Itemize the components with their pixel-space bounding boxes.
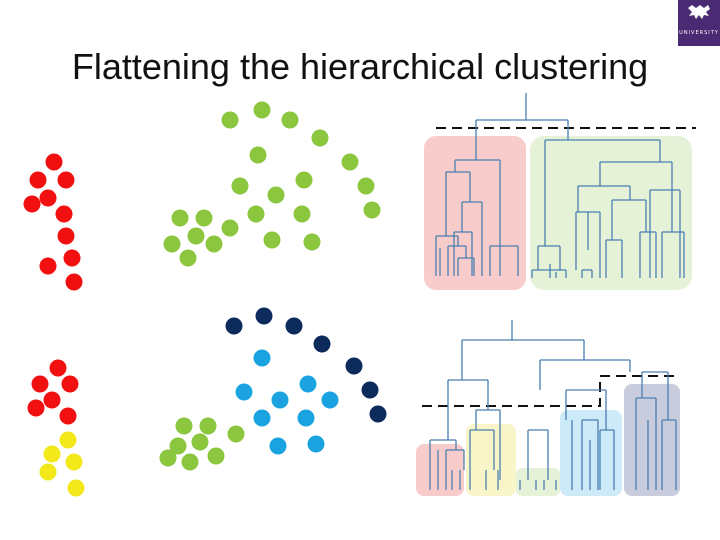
lightblue-point	[297, 409, 315, 427]
navy-point	[369, 405, 387, 423]
green-point	[221, 219, 239, 237]
red-point	[45, 153, 63, 171]
lightblue-point	[253, 409, 271, 427]
navy-point	[313, 335, 331, 353]
cluster-box-yellow	[466, 424, 516, 496]
yellow-point	[39, 463, 57, 481]
green-point	[179, 249, 197, 267]
red-point	[43, 391, 61, 409]
lightblue-point	[235, 383, 253, 401]
red-point	[27, 399, 45, 417]
green-point	[281, 111, 299, 129]
crest-icon	[688, 5, 710, 19]
yellow-point	[59, 431, 77, 449]
scatter-bottom	[27, 307, 387, 497]
navy-point	[225, 317, 243, 335]
dendrogram-bottom	[416, 320, 680, 496]
green-point	[169, 437, 187, 455]
green-point	[199, 417, 217, 435]
red-point	[23, 195, 41, 213]
cluster-box-grey	[624, 384, 680, 496]
red-point	[39, 257, 57, 275]
slide-title: Flattening the hierarchical clustering	[71, 46, 649, 87]
cluster-box-green	[530, 136, 692, 290]
green-point	[181, 453, 199, 471]
lightblue-point	[299, 375, 317, 393]
green-point	[191, 433, 209, 451]
dendrogram-top	[424, 93, 696, 290]
green-point	[159, 449, 177, 467]
green-point	[171, 209, 189, 227]
red-point	[59, 407, 77, 425]
green-point	[163, 235, 181, 253]
red-point	[49, 359, 67, 377]
yellow-point	[65, 453, 83, 471]
logo-text: UNIVERSITY	[679, 30, 719, 36]
red-point	[31, 375, 49, 393]
red-point	[61, 375, 79, 393]
lightblue-point	[271, 391, 289, 409]
navy-point	[361, 381, 379, 399]
cluster-box-green-2	[516, 468, 560, 496]
green-point	[221, 111, 239, 129]
green-point	[195, 209, 213, 227]
green-point	[253, 101, 271, 119]
navy-point	[255, 307, 273, 325]
lightblue-point	[321, 391, 339, 409]
green-point	[187, 227, 205, 245]
lightblue-point	[269, 437, 287, 455]
red-point	[57, 227, 75, 245]
green-point	[227, 425, 245, 443]
lightblue-point	[253, 349, 271, 367]
scatter-top	[23, 101, 381, 291]
lightblue-point	[307, 435, 325, 453]
yellow-point	[43, 445, 61, 463]
green-point	[263, 231, 281, 249]
green-point	[249, 146, 267, 164]
green-point	[207, 447, 225, 465]
green-point	[267, 186, 285, 204]
navy-point	[345, 357, 363, 375]
red-point	[57, 171, 75, 189]
green-point	[363, 201, 381, 219]
green-point	[295, 171, 313, 189]
green-point	[247, 205, 265, 223]
navy-point	[285, 317, 303, 335]
yellow-point	[67, 479, 85, 497]
cut-line-bottom	[422, 375, 680, 407]
university-logo: UNIVERSITY	[678, 0, 720, 46]
green-point	[357, 177, 375, 195]
red-point	[29, 171, 47, 189]
cluster-box-red	[424, 136, 526, 290]
cluster-box-blue	[560, 410, 622, 496]
red-point	[65, 273, 83, 291]
green-point	[341, 153, 359, 171]
green-point	[231, 177, 249, 195]
green-point	[293, 205, 311, 223]
green-point	[175, 417, 193, 435]
green-point	[311, 129, 329, 147]
red-point	[55, 205, 73, 223]
red-point	[63, 249, 81, 267]
green-point	[303, 233, 321, 251]
green-point	[205, 235, 223, 253]
cluster-box-red-2	[416, 444, 464, 496]
red-point	[39, 189, 57, 207]
